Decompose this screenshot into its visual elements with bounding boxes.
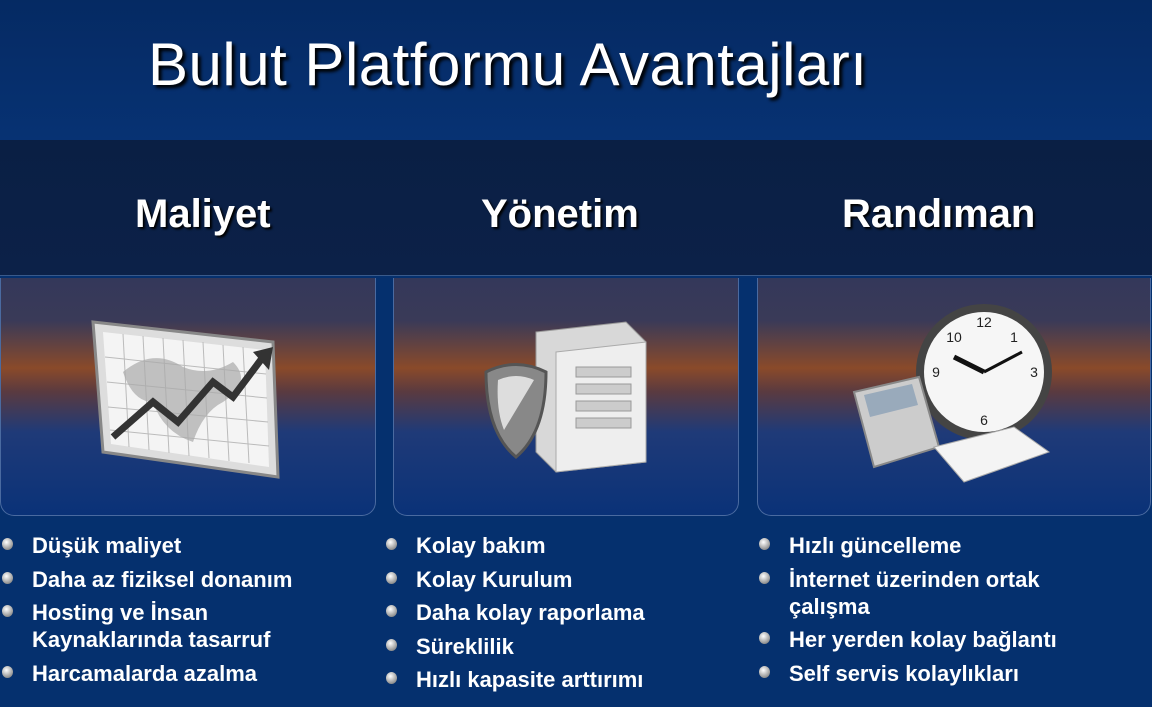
panel-randiman: 12 3 6 9 10 1 [757, 278, 1151, 516]
bullet-icon [386, 571, 397, 584]
list-item: Hızlı kapasite arttırımı [386, 666, 645, 693]
slide-title: Bulut Platformu Avantajları [148, 31, 868, 98]
svg-text:6: 6 [980, 412, 988, 428]
chart-board-icon [91, 319, 280, 479]
list-item: Düşük maliyet [2, 532, 322, 559]
svg-text:10: 10 [946, 329, 962, 345]
panel-maliyet [0, 278, 376, 516]
list-item: Kolay bakım [386, 532, 645, 559]
list-item: Hosting ve İnsan Kaynaklarında tasarruf [2, 599, 322, 653]
list-item: Daha kolay raporlama [386, 599, 645, 626]
clock-calculator-icon: 12 3 6 9 10 1 [852, 303, 1052, 483]
yonetim-list: Kolay bakım Kolay Kurulum Daha kolay rap… [386, 532, 645, 700]
bullet-icon [759, 632, 770, 644]
heading-randiman: Randıman [842, 192, 1036, 236]
randiman-list: Hızlı güncelleme İnternet üzerinden orta… [759, 532, 1079, 693]
server-shield-icon [484, 320, 647, 473]
bullet-icon [2, 605, 13, 617]
svg-text:9: 9 [932, 364, 940, 380]
list-item: Hızlı güncelleme [759, 532, 1079, 559]
title-band [0, 0, 1152, 140]
list-item: İnternet üzerinden ortak çalışma [759, 566, 1079, 620]
panel-yonetim [393, 278, 739, 516]
bullet-icon [759, 665, 770, 678]
bullet-icon [386, 538, 397, 550]
heading-band [0, 140, 1152, 276]
maliyet-list: Düşük maliyet Daha az fiziksel donanım H… [2, 532, 322, 693]
bullet-icon [386, 638, 397, 651]
list-item: Harcamalarda azalma [2, 660, 322, 687]
bullet-icon [386, 605, 397, 617]
bullet-icon [2, 665, 13, 678]
svg-text:1: 1 [1010, 329, 1018, 345]
list-item: Her yerden kolay bağlantı [759, 626, 1079, 653]
svg-text:3: 3 [1030, 364, 1038, 380]
list-item: Daha az fiziksel donanım [2, 566, 322, 593]
bullet-icon [2, 538, 13, 550]
list-item: Süreklilik [386, 633, 645, 660]
list-item: Kolay Kurulum [386, 566, 645, 593]
bullet-icon [2, 571, 13, 584]
heading-yonetim: Yönetim [481, 192, 639, 236]
bullet-icon [386, 672, 397, 684]
bullet-icon [759, 571, 770, 584]
heading-maliyet: Maliyet [135, 192, 271, 236]
svg-text:12: 12 [976, 314, 992, 330]
list-item: Self servis kolaylıkları [759, 660, 1079, 687]
bullet-icon [759, 538, 770, 550]
